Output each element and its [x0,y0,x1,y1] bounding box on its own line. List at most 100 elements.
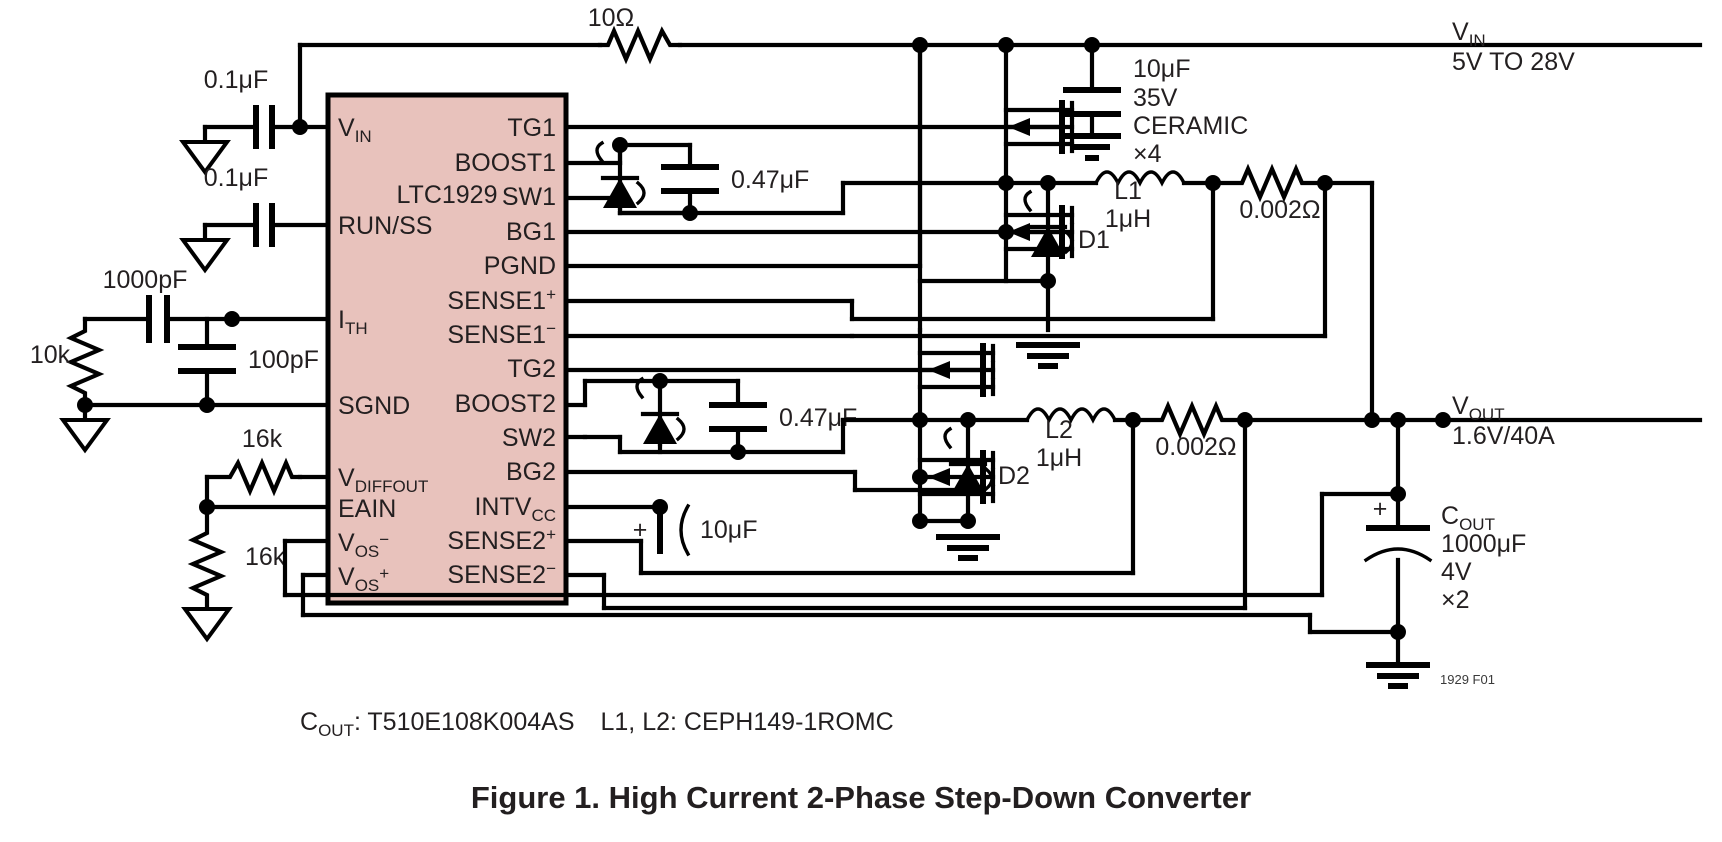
label-c-ith-shunt: 100pF [248,346,319,374]
label-l1-name: L1 [1114,177,1142,205]
pin-label-vdiffout: VDIFFOUT [338,464,428,496]
label-cin-value: 10μF [1133,55,1190,83]
label-c-vin-decouple-1: 0.1μF [204,66,268,94]
vout-net-label-group: VOUT 1.6V/40A [1452,392,1555,450]
ic-body-ltc1929 [325,92,569,606]
label-figure-ref-id: 1929 F01 [1440,672,1495,687]
label-l1-value: 1μH [1105,205,1151,233]
label-vin-sub: IN [1469,31,1486,50]
label-c-vin-decouple-2: 0.1μF [204,164,268,192]
label-r-diffout: 16k [242,425,283,453]
junction-vin-m1 [998,37,1014,53]
label-c-intvcc: 10μF [700,516,757,544]
label-cin-voltage: 35V [1133,84,1178,112]
vin-net-label-group: VIN 5V TO 28V [1452,18,1575,76]
mosfet-m3-high-side [917,343,996,397]
label-r-eain-gnd: 16k [245,543,286,571]
diode-d1-body [1031,227,1065,257]
label-cout-value: 1000μF [1441,530,1526,558]
resistor-16k-gnd-symbol [187,504,227,610]
pin-label-sw2: SW2 [502,424,556,452]
resistor-10ohm-symbol [597,25,683,65]
label-rsense1: 0.002Ω [1239,196,1320,224]
junction-vout-ch1 [1364,412,1380,428]
svg-text:VIN: VIN [1452,18,1486,50]
pin-label-pgnd: PGND [484,252,556,280]
label-r-ith: 10k [30,341,71,369]
cap-intvcc-plate-curved [679,503,691,557]
pin-label-run-ss: RUN/SS [338,212,432,240]
inductor-l2-symbol [1024,407,1118,424]
pin-label-tg1: TG1 [507,114,556,142]
diode-d2-curl-left [943,426,953,450]
label-cout-polarity-plus: + [1373,495,1388,523]
pin-label-vin: VIN [338,114,372,146]
diode-d1-curl-left [1023,189,1033,213]
label-cin-qty: ×4 [1133,140,1162,168]
label-vin-v: V [1452,18,1469,46]
label-vout-sub: OUT [1469,405,1505,424]
label-c-boost1: 0.47μF [731,166,809,194]
diode-boost2-curl-left [635,376,645,400]
junction-ch2-gnd [912,513,928,529]
resistor-16k-diffout-symbol [204,457,303,497]
pin-label-sense1-pos: SENSE1+ [447,285,556,315]
label-vout-v: V [1452,392,1469,420]
pin-label-sense1-neg: SENSE1− [447,319,556,349]
label-vout-rating: 1.6V/40A [1452,422,1555,450]
ic-part-number: LTC1929 [397,181,498,209]
ground-symbol-sgnd [59,418,111,454]
figure-caption: Figure 1. High Current 2-Phase Step-Down… [471,780,1251,815]
pin-label-intvcc: INTVCC [474,493,556,525]
label-d2: D2 [998,462,1030,490]
pin-label-tg2: TG2 [507,355,556,383]
label-vin-range: 5V TO 28V [1452,48,1575,76]
label-d1: D1 [1078,226,1110,254]
diode-boost1-curl-left [595,140,605,164]
pin-label-vos-pos: VOS+ [338,563,389,595]
label-l2-value: 1μH [1036,444,1082,472]
junction-m2-gate-body [998,224,1014,240]
junction-vin-cin [1084,37,1100,53]
resistor-rsense1-symbol [1210,163,1328,203]
pin-label-sense2-neg: SENSE2− [447,559,556,589]
pin-label-sgnd: SGND [338,392,410,420]
diode-d2-curl-right [983,466,994,492]
label-cout-qty: ×2 [1441,586,1470,614]
label-r-vin-series: 10Ω [588,4,635,32]
mosfet-m4-low-side [917,450,996,504]
resistor-rsense2-symbol [1130,400,1248,440]
label-intvcc-polarity-plus: + [633,516,648,544]
diode-boost1-curl-right [635,180,646,206]
pin-label-bg2: BG2 [506,458,556,486]
pin-label-boost2: BOOST2 [455,390,556,418]
pin-label-sw1: SW1 [502,183,556,211]
ground-symbol-cap01a [179,140,231,176]
diode-boost2-curl-right [675,416,686,442]
pin-label-vos-neg: VOS− [338,529,389,561]
inductor-l1-symbol [1093,170,1187,187]
pin-label-boost1: BOOST1 [455,149,556,177]
ground-symbol-16k [181,607,233,643]
junction-vout-cout-branch [1435,412,1451,428]
ground-symbol-cap01b [179,238,231,274]
pin-label-eain: EAIN [338,495,396,523]
label-rsense2: 0.002Ω [1155,433,1236,461]
svg-text:VOUT: VOUT [1452,392,1505,424]
diode-d2-body [951,464,985,494]
label-cin-type: CERAMIC [1133,112,1248,140]
diode-d1-curl-right [1063,229,1074,255]
mosfet-m1-high-side [1003,100,1075,186]
pin-label-ith: ITH [338,306,368,338]
pin-label-sense2-pos: SENSE2+ [447,525,556,555]
resistor-10k-symbol [65,316,105,408]
cap-cout-plate-curved [1363,547,1433,563]
junction-m4-body [912,469,928,485]
pin-label-bg1: BG1 [506,218,556,246]
label-cout-voltage: 4V [1441,558,1472,586]
junction-100pf-gnd [199,397,215,413]
label-l2-name: L2 [1045,416,1073,444]
label-c-ith-series: 1000pF [103,266,188,294]
